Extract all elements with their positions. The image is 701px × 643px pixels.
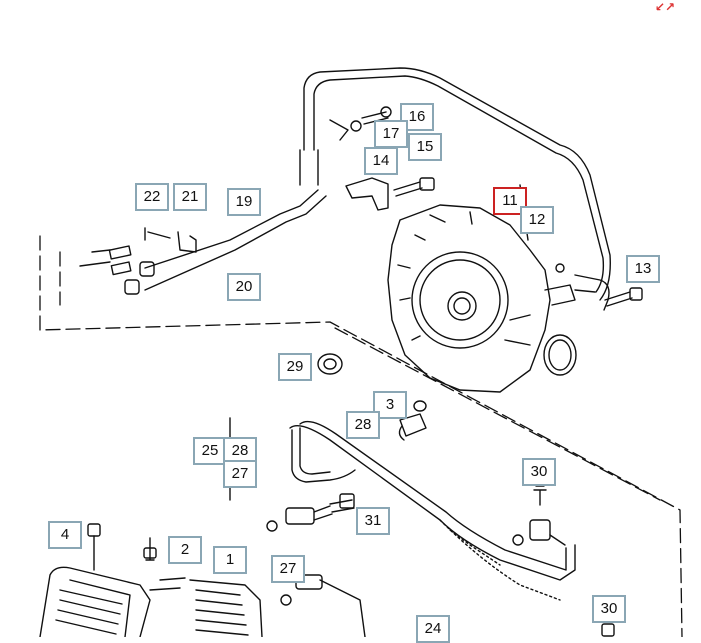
oil-cooler	[39, 566, 366, 637]
transmission-housing	[387, 204, 577, 393]
callout-25[interactable]: 25	[193, 437, 227, 465]
callout-2[interactable]: 2	[168, 536, 202, 564]
ring-29	[317, 353, 343, 375]
callout-21[interactable]: 21	[173, 183, 207, 211]
callout-14[interactable]: 14	[364, 147, 398, 175]
callout-13[interactable]: 13	[626, 255, 660, 283]
callout-4[interactable]: 4	[48, 521, 82, 549]
dashed-frame	[39, 235, 683, 637]
callout-1[interactable]: 1	[213, 546, 247, 574]
bracket-and-bolts	[329, 106, 435, 211]
upper-cooler-lines	[144, 67, 611, 301]
callout-30-upper[interactable]: 30	[522, 458, 556, 486]
callout-15[interactable]: 15	[408, 133, 442, 161]
right-fittings	[519, 184, 643, 311]
callout-31[interactable]: 31	[356, 507, 390, 535]
callout-30-lower[interactable]: 30	[592, 595, 626, 623]
bolts-lower-left	[87, 523, 157, 571]
callout-22[interactable]: 22	[135, 183, 169, 211]
callout-12[interactable]: 12	[520, 206, 554, 234]
callout-17[interactable]: 17	[374, 120, 408, 148]
callout-27-upper[interactable]: 27	[223, 460, 257, 488]
clip-28	[398, 400, 427, 441]
callout-27-lower[interactable]: 27	[271, 555, 305, 583]
callout-19[interactable]: 19	[227, 188, 261, 216]
callout-20[interactable]: 20	[227, 273, 261, 301]
callout-24[interactable]: 24	[416, 615, 450, 643]
callout-11[interactable]: 11	[493, 187, 527, 215]
callout-29[interactable]: 29	[278, 353, 312, 381]
callout-28-upper[interactable]: 28	[346, 411, 380, 439]
expand-arrows-icon[interactable]: ↙↗	[655, 0, 676, 14]
left-fittings	[79, 227, 197, 295]
